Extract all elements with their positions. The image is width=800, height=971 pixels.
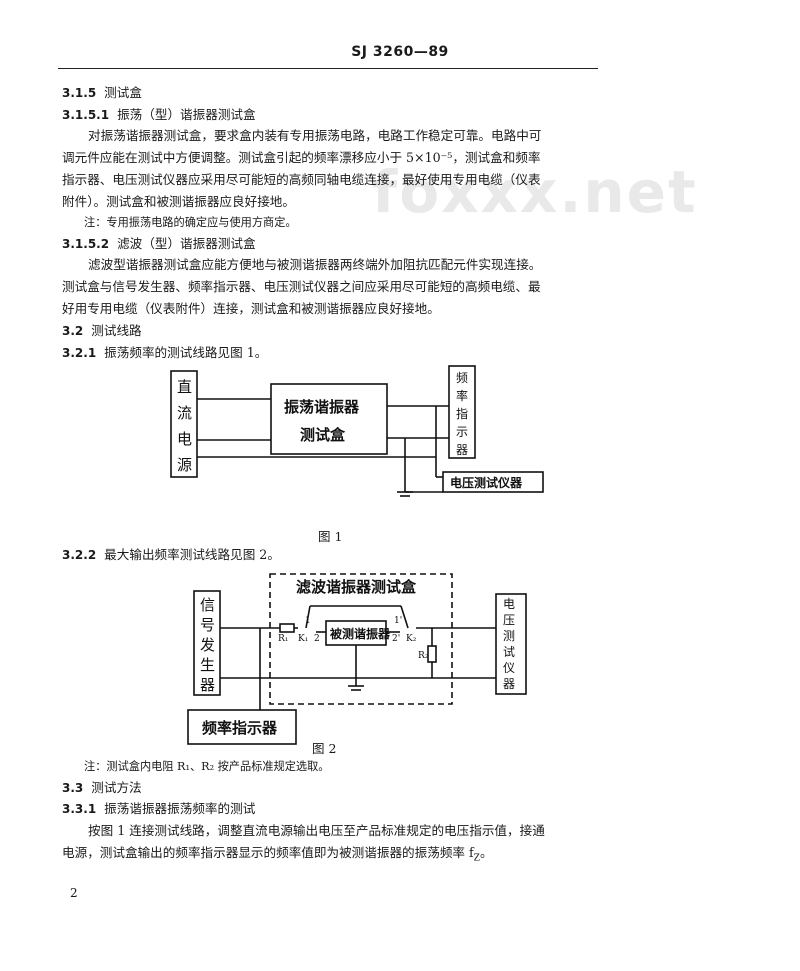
section-3-2-2: 3.2.2 最大输出频率测试线路见图 2。 <box>62 546 280 564</box>
note: 注：专用振荡电路的确定应与使用方商定。 <box>84 216 297 229</box>
oscillator-test-box <box>270 383 388 455</box>
dc-source-char: 流 <box>177 404 192 422</box>
voltmeter-char: 仪 <box>503 661 515 675</box>
section-title: 振荡谐振器振荡频率的测试 <box>104 801 256 816</box>
section-3-1-5: 3.1.5 测试盒 <box>62 84 142 102</box>
section-text: 振荡频率的测试线路见图 1。 <box>104 345 268 360</box>
paragraph-line: 指示器、电压测试仪器应采用尽可能短的高频同轴电缆连接，最好使用专用电缆（仪表 <box>62 172 541 187</box>
paragraph-end: 。 <box>479 845 493 860</box>
section-number: 3.3.1 <box>62 802 97 816</box>
section-title: 测试方法 <box>91 780 142 795</box>
section-number: 3.1.5 <box>62 86 97 100</box>
dc-source-char: 直 <box>177 378 192 396</box>
freq-indicator-char: 频 <box>456 371 468 385</box>
paragraph-line: 好用专用电缆（仪表附件）连接，测试盒和被测谐振器应良好接地。 <box>62 301 440 316</box>
voltmeter-char: 测 <box>503 629 515 643</box>
dc-source-char: 源 <box>177 456 192 474</box>
dut-label: 被测谐振器 <box>330 626 391 641</box>
figure-1-diagram: 直 流 电 源 振荡谐振器 测试盒 频 率 指 示 器 电压测试仪器 <box>170 365 544 497</box>
r1-label: R₁ <box>278 634 288 644</box>
section-text: 最大输出频率测试线路见图 2。 <box>104 547 280 562</box>
paragraph-line: 调元件应能在测试中方便调整。测试盒引起的频率漂移应小于 5×10⁻⁵，测试盒和频… <box>62 150 541 165</box>
sig-gen-char: 器 <box>200 676 215 694</box>
section-number: 3.1.5.1 <box>62 108 110 122</box>
freq-indicator-char: 示 <box>456 425 468 439</box>
note: 注：测试盒内电阻 R₁、R₂ 按产品标准规定选取。 <box>84 760 330 773</box>
page-header: SJ 3260—89 <box>351 44 449 60</box>
section-title: 测试盒 <box>104 85 142 100</box>
section-number: 3.2.1 <box>62 346 97 360</box>
osc-box-subtitle: 测试盒 <box>300 426 346 444</box>
freq-indicator-label: 频率指示器 <box>202 719 278 737</box>
section-3-3: 3.3 测试方法 <box>62 779 142 797</box>
figure-2-diagram: 信 号 发 生 器 滤波谐振器测试盒 频率指示器 被测谐振器 电 压 测 试 仪… <box>187 573 527 745</box>
section-3-2-1: 3.2.1 振荡频率的测试线路见图 1。 <box>62 344 267 362</box>
paragraph-line: 对振荡谐振器测试盒，要求盒内装有专用振荡电路，电路工作稳定可靠。电路中可 <box>88 128 542 143</box>
section-number: 3.2.2 <box>62 548 97 562</box>
freq-indicator-char: 率 <box>456 388 468 403</box>
section-3-3-1: 3.3.1 振荡谐振器振荡频率的测试 <box>62 800 255 818</box>
section-number: 3.3 <box>62 781 84 795</box>
voltmeter-char: 试 <box>503 644 515 659</box>
voltmeter-box <box>442 471 544 493</box>
sig-gen-char: 号 <box>200 616 215 634</box>
k2-label: K₂ <box>406 634 417 644</box>
voltmeter-char: 器 <box>503 677 515 691</box>
filter-test-box <box>269 573 453 705</box>
k1-label: K₁ <box>298 634 308 644</box>
terminal-1-label: 1 <box>305 616 311 626</box>
paragraph-line: 滤波型谐振器测试盒应能方便地与被测谐振器两终端外加阻抗匹配元件实现连接。 <box>88 257 542 272</box>
osc-box-title: 振荡谐振器 <box>284 398 360 416</box>
terminal-2p-label: 2' <box>392 634 400 644</box>
subscript-z: Z <box>473 853 480 864</box>
voltmeter-label: 电压测试仪器 <box>450 475 523 490</box>
freq-indicator-char: 指 <box>456 406 468 421</box>
section-title: 滤波（型）谐振器测试盒 <box>117 236 256 251</box>
header-rule <box>58 68 598 69</box>
paragraph-line: 按图 1 连接测试线路，调整直流电源输出电压至产品标准规定的电压指示值，接通 <box>88 823 545 838</box>
page-number: 2 <box>70 886 78 900</box>
terminal-2-label: 2 <box>314 634 320 644</box>
signal-generator-box <box>193 590 221 696</box>
section-title: 振荡（型）谐振器测试盒 <box>117 107 256 122</box>
freq-indicator-char: 器 <box>456 443 468 457</box>
frequency-indicator-box <box>448 365 476 459</box>
filter-box-title: 滤波谐振器测试盒 <box>296 578 417 596</box>
section-3-1-5-1: 3.1.5.1 振荡（型）谐振器测试盒 <box>62 106 256 124</box>
section-number: 3.1.5.2 <box>62 237 110 251</box>
dc-source-box <box>170 370 198 478</box>
section-3-2: 3.2 测试线路 <box>62 322 142 340</box>
watermark: foxxx.net <box>372 158 698 226</box>
frequency-indicator-box <box>187 709 297 745</box>
voltmeter-char: 电 <box>503 597 515 611</box>
figure-1-caption: 图 1 <box>318 529 343 544</box>
dc-source-char: 电 <box>177 430 192 448</box>
paragraph-line: 附件）。测试盒和被测谐振器应良好接地。 <box>62 194 295 209</box>
voltmeter-box <box>495 593 527 695</box>
paragraph-text: 电源，测试盒输出的频率指示器显示的频率值即为被测谐振器的振荡频率 f <box>62 845 474 860</box>
figure-2-caption: 图 2 <box>312 741 337 756</box>
sig-gen-char: 生 <box>200 656 215 674</box>
voltmeter-char: 压 <box>503 613 515 627</box>
paragraph-line: 测试盒与信号发生器、频率指示器、电压测试仪器之间应采用尽可能短的高频电缆、最 <box>62 279 541 294</box>
section-title: 测试线路 <box>91 323 142 338</box>
sig-gen-char: 信 <box>200 596 215 614</box>
sig-gen-char: 发 <box>200 636 215 654</box>
paragraph-line: 电源，测试盒输出的频率指示器显示的频率值即为被测谐振器的振荡频率 fZ。 <box>62 844 493 868</box>
terminal-1p-label: 1' <box>394 616 402 626</box>
section-3-1-5-2: 3.1.5.2 滤波（型）谐振器测试盒 <box>62 235 256 253</box>
section-number: 3.2 <box>62 324 84 338</box>
r2-label: R₂ <box>418 651 429 661</box>
